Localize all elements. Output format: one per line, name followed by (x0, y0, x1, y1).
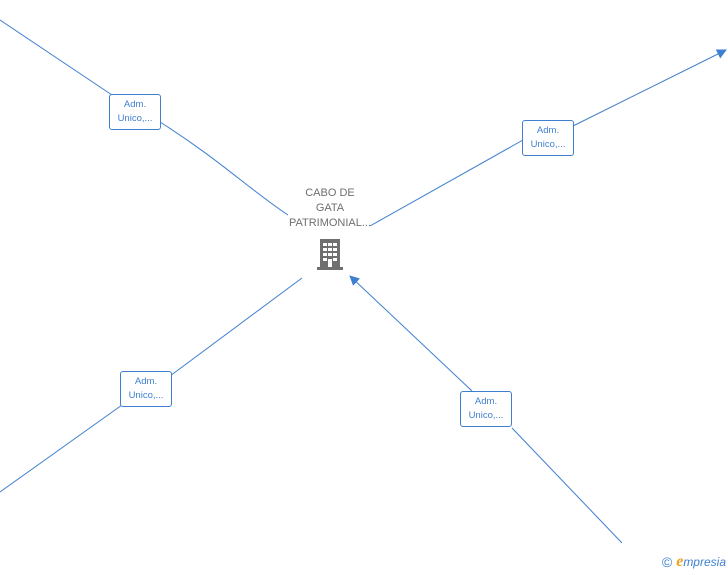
edge-label-bottom-right[interactable]: Adm. Unico,... (460, 391, 512, 427)
company-name: CABO DE GATA PATRIMONIAL... (280, 186, 380, 231)
edge-line-top-right-arrow (572, 49, 727, 127)
edge-label-top-left[interactable]: Adm. Unico,... (109, 94, 161, 130)
brand-logo-initial: e (676, 553, 684, 570)
edge-label-role: Adm. (123, 99, 147, 110)
edge-label-role: Adm. (536, 125, 560, 136)
building-icon (317, 239, 343, 270)
edge-line-bottom-right-arrow (349, 275, 473, 392)
company-name-line: GATA (315, 202, 345, 214)
edge-line-top-left (0, 19, 289, 216)
edge-line-bottom-right (511, 427, 623, 544)
brand-footer: © e mpresia (662, 553, 726, 571)
edge-line-top-right (369, 139, 524, 227)
copyright-icon: © (661, 554, 673, 570)
edge-label-bottom-left[interactable]: Adm. Unico,... (120, 371, 172, 407)
edge-label-detail: Unico,... (117, 113, 153, 124)
company-name-line: PATRIMONIAL... (288, 217, 372, 229)
edge-label-role: Adm. (134, 376, 158, 387)
edge-label-role: Adm. (474, 396, 498, 407)
edge-label-detail: Unico,... (530, 139, 566, 150)
company-name-line: CABO DE (305, 187, 355, 199)
edge-line-bottom-left (0, 277, 303, 493)
company-node[interactable]: CABO DE GATA PATRIMONIAL... (280, 186, 380, 271)
brand-logo-text: mpresia (683, 555, 726, 569)
edge-label-top-right[interactable]: Adm. Unico,... (522, 120, 574, 156)
edge-label-detail: Unico,... (468, 410, 504, 421)
edge-label-detail: Unico,... (128, 390, 164, 401)
